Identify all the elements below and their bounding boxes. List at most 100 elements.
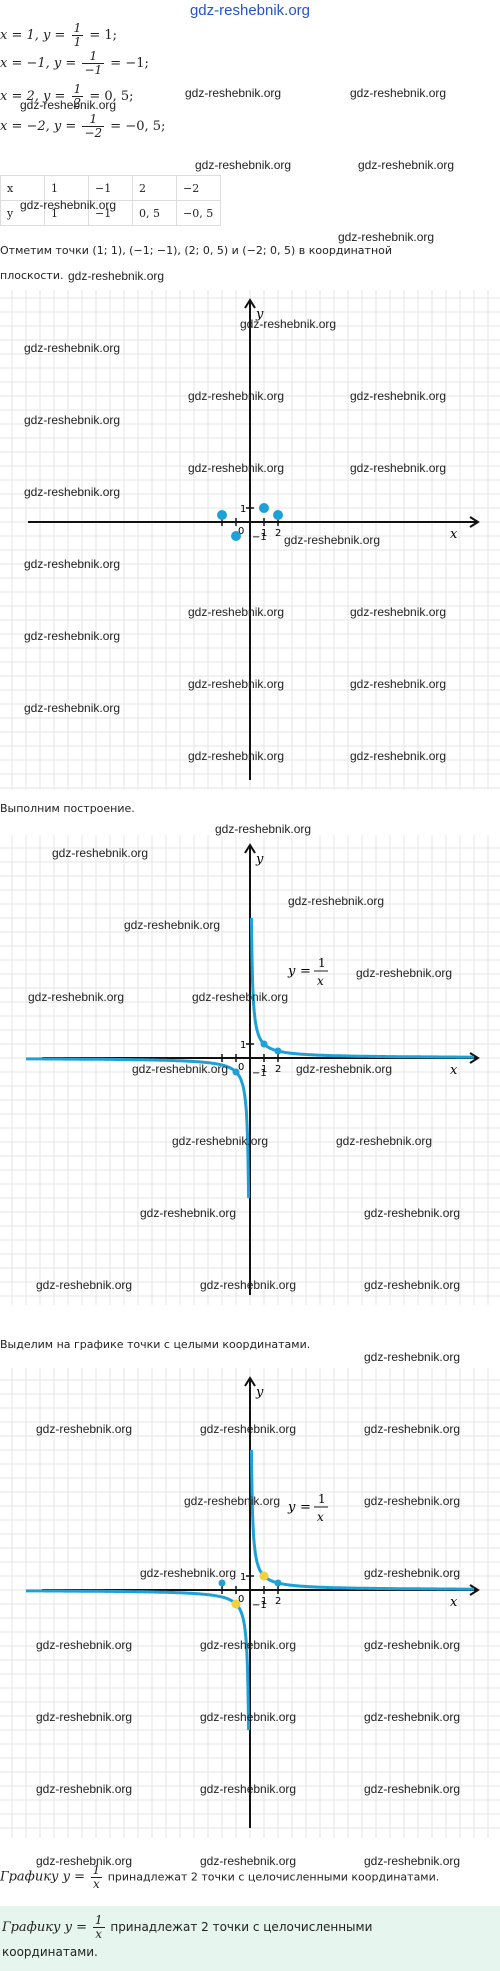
data-point <box>274 1579 282 1587</box>
watermark: gdz-reshebnik.org <box>364 1782 461 1796</box>
highlight-text: Выделим на графике точки с целыми коорди… <box>0 1338 311 1351</box>
watermark: gdz-reshebnik.org <box>36 1782 133 1796</box>
x-axis-arrow <box>469 516 480 528</box>
watermark: gdz-reshebnik.org <box>356 966 453 980</box>
origin-label: 0 <box>238 1594 244 1605</box>
x-axis-label: x <box>450 1063 458 1078</box>
hyperbola-branch-right <box>249 917 474 1059</box>
watermark: gdz-reshebnik.org <box>188 749 285 763</box>
origin-label: 0 <box>238 1062 244 1073</box>
equation-numerator: 1 <box>318 956 326 970</box>
watermark: gdz-reshebnik.org <box>336 1134 433 1148</box>
watermark: gdz-reshebnik.org <box>28 990 125 1004</box>
y-axis-arrow <box>244 1376 256 1387</box>
watermark: gdz-reshebnik.org <box>338 230 435 244</box>
equation-equals: = <box>300 1500 311 1515</box>
watermark: gdz-reshebnik.org <box>20 98 117 112</box>
y-axis-label: y <box>255 307 264 322</box>
watermark: gdz-reshebnik.org <box>195 158 292 172</box>
table-row: x 1 −1 2 −2 <box>0 175 221 201</box>
table-cell: 2 <box>132 175 177 201</box>
equation-y: y <box>287 1500 296 1515</box>
y-tick-label: 1 <box>240 504 246 515</box>
watermark: gdz-reshebnik.org <box>240 317 337 331</box>
watermark: gdz-reshebnik.org <box>36 1854 133 1868</box>
watermark: gdz-reshebnik.org <box>24 341 121 355</box>
watermark: gdz-reshebnik.org <box>36 1422 133 1436</box>
x-tick-label: 2 <box>275 1596 281 1607</box>
watermark: gdz-reshebnik.org <box>36 1638 133 1652</box>
build-text: Выполним построение. <box>0 802 135 815</box>
watermark: gdz-reshebnik.org <box>296 1062 393 1076</box>
hyperbola-branch-left <box>26 1589 251 1731</box>
x-tick-label: 1 <box>261 528 267 539</box>
y-tick-label: 1 <box>240 1040 246 1051</box>
watermark: gdz-reshebnik.org <box>188 605 285 619</box>
value-table: x 1 −1 2 −2 y 1 −1 0, 5 −0, 5 <box>0 175 221 226</box>
data-point <box>232 1068 240 1076</box>
watermark: gdz-reshebnik.org <box>24 629 121 643</box>
grid <box>0 1368 500 1838</box>
x-tick-label: 1 <box>261 1064 267 1075</box>
hyperbola-branch-right <box>249 1449 474 1591</box>
table-cell: 0, 5 <box>132 200 177 226</box>
watermark: gdz-reshebnik.org <box>36 1278 133 1292</box>
data-point <box>260 1040 268 1048</box>
watermark: gdz-reshebnik.org <box>364 1350 461 1364</box>
watermark: gdz-reshebnik.org <box>192 990 289 1004</box>
data-point <box>218 1579 226 1587</box>
watermark: gdz-reshebnik.org <box>140 1566 237 1580</box>
watermark: gdz-reshebnik.org <box>188 389 285 403</box>
x-tick-label: 1 <box>261 1596 267 1607</box>
watermark: gdz-reshebnik.org <box>24 701 121 715</box>
origin-label: 0 <box>238 526 244 537</box>
watermark: gdz-reshebnik.org <box>364 1422 461 1436</box>
watermark: gdz-reshebnik.org <box>188 677 285 691</box>
y-tick-label: −1 <box>252 1068 267 1079</box>
watermark: gdz-reshebnik.org <box>364 1278 461 1292</box>
table-cell: 1 <box>44 175 89 201</box>
equation-denominator: x <box>317 1510 324 1524</box>
data-point <box>273 510 283 520</box>
watermark: gdz-reshebnik.org <box>200 1638 297 1652</box>
watermark: gdz-reshebnik.org <box>200 1710 297 1724</box>
table-cell: −1 <box>88 200 133 226</box>
watermark: gdz-reshebnik.org <box>364 1638 461 1652</box>
watermark: gdz-reshebnik.org <box>350 677 447 691</box>
watermark: gdz-reshebnik.org <box>200 1854 297 1868</box>
watermark: gdz-reshebnik.org <box>185 86 282 100</box>
watermark: gdz-reshebnik.org <box>140 1206 237 1220</box>
hyperbola-branch-left <box>26 1057 251 1199</box>
y-tick-label: 1 <box>240 1572 246 1583</box>
watermark: gdz-reshebnik.org <box>358 158 455 172</box>
answer-box <box>0 1906 500 1971</box>
site-link[interactable]: gdz-reshebnik.org <box>189 2 311 19</box>
equation-equals: = <box>300 964 311 979</box>
data-point <box>274 1047 282 1055</box>
table-cell: y <box>0 200 45 226</box>
watermark: gdz-reshebnik.org <box>20 198 117 212</box>
watermark: gdz-reshebnik.org <box>364 1566 461 1580</box>
watermark: gdz-reshebnik.org <box>172 1134 269 1148</box>
watermark: gdz-reshebnik.org <box>215 822 312 836</box>
watermark: gdz-reshebnik.org <box>52 846 149 860</box>
mark-points-text: Отметим точки (1; 1), (−1; −1), (2; 0, 5… <box>0 244 393 257</box>
watermark: gdz-reshebnik.org <box>24 413 121 427</box>
equation-y: y <box>287 964 296 979</box>
x-tick-label: 2 <box>275 528 281 539</box>
y-tick-label: −1 <box>252 532 267 543</box>
y-axis-arrow <box>244 843 256 854</box>
watermark: gdz-reshebnik.org <box>284 533 381 547</box>
table-cell: −2 <box>176 175 221 201</box>
x-axis-label: x <box>450 1595 458 1610</box>
table-cell: −1 <box>88 175 133 201</box>
y-axis-label: y <box>255 852 264 867</box>
watermark: gdz-reshebnik.org <box>364 1710 461 1724</box>
data-point <box>259 503 269 513</box>
x-axis-arrow <box>469 1052 480 1064</box>
